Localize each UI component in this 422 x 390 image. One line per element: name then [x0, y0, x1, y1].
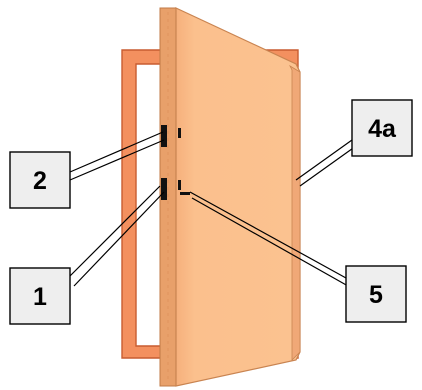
callout-label-4a: 4a	[368, 115, 397, 143]
leader-lines	[65, 131, 357, 287]
upper-hinge-icon	[161, 125, 181, 147]
callout-5: 5	[345, 265, 407, 323]
door-latch-edge	[289, 64, 301, 361]
callout-1: 1	[9, 267, 71, 325]
callout-4a: 4a	[351, 99, 413, 157]
callout-2: 2	[9, 151, 71, 209]
callout-label-1: 1	[33, 283, 47, 311]
door-leaf	[159, 7, 301, 387]
callout-label-5: 5	[369, 281, 383, 309]
leader-line-5	[189, 191, 349, 287]
leader-line-4a	[295, 139, 357, 187]
door-face	[175, 7, 301, 387]
lower-hinge-icon	[161, 178, 190, 200]
leader-line-1	[65, 185, 165, 287]
leader-line-2	[69, 131, 165, 181]
callout-label-2: 2	[33, 167, 47, 195]
